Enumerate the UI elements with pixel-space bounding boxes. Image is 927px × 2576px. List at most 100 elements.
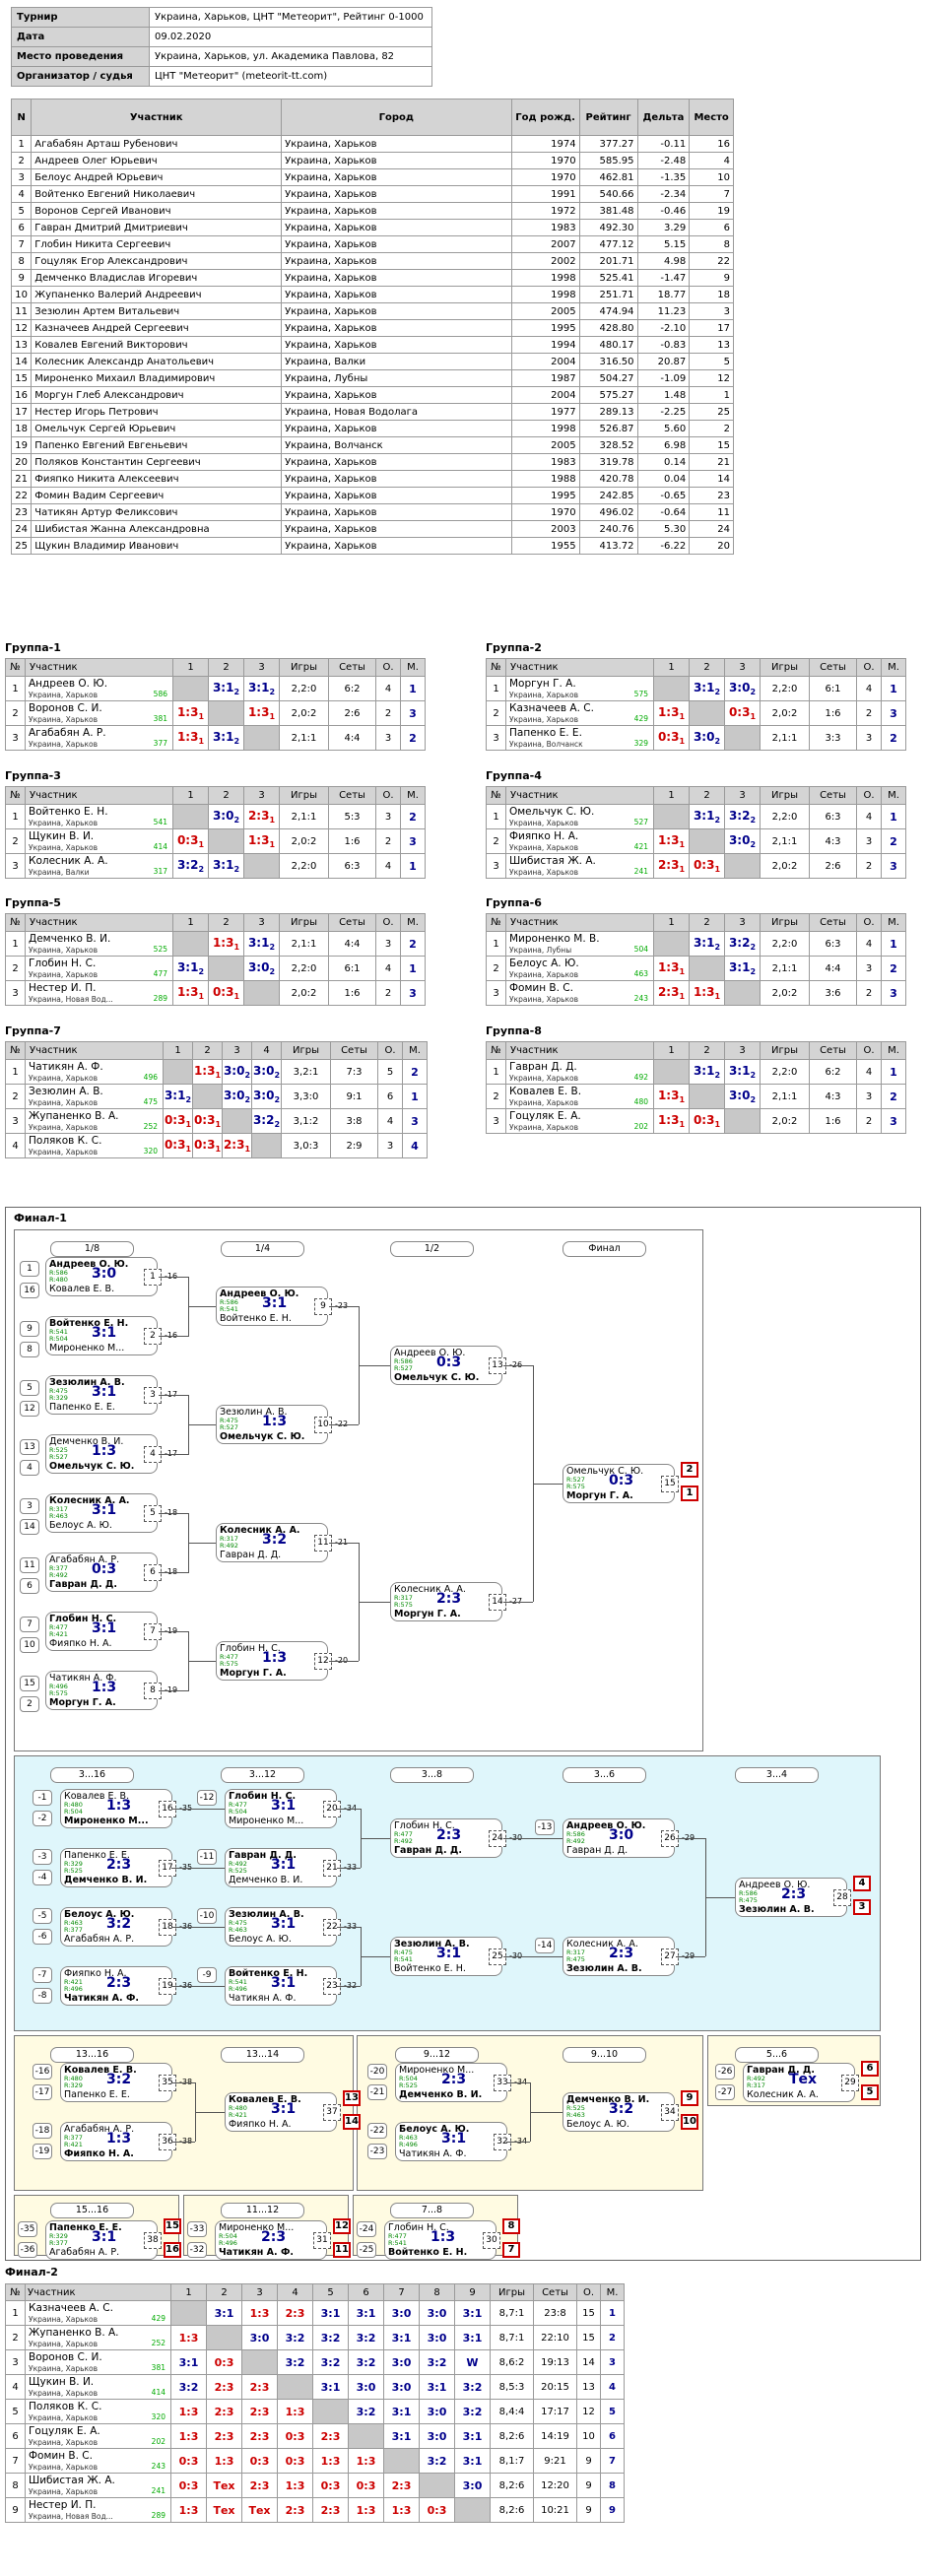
diagonal-cell (192, 1084, 223, 1109)
table-cell: -2.25 (636, 403, 691, 421)
table-cell: Украина, Харьков (281, 252, 512, 270)
player-b-name: Агабабян А. Р. (64, 1934, 135, 1945)
seed-number: 10 (20, 1637, 39, 1653)
player-b-name: Белоус А. Ю. (49, 1520, 112, 1531)
match-points: 1 (679, 992, 686, 1001)
place-a: 15 (164, 2218, 181, 2234)
points-cell: 2 (856, 853, 882, 879)
table-cell: Украина, Харьков (281, 319, 512, 337)
table-cell: 1994 (510, 336, 580, 354)
player-location: Украина, Харьков (29, 2314, 99, 2324)
bracket-line (361, 1956, 390, 1957)
table-cell: 8 (689, 235, 734, 253)
match-points: 1 (233, 992, 240, 1001)
column-header: О. (856, 913, 882, 932)
points-cell: 10 (576, 2423, 601, 2449)
column-header: № (5, 1041, 26, 1060)
place-cell: 2 (881, 956, 906, 981)
player-a-name: Ковалев Е. В. (229, 2094, 301, 2105)
player-b-name: Демченко В. И. (399, 2089, 483, 2100)
match-points: 2 (233, 816, 240, 825)
match-score: 3:2 (262, 1532, 288, 1548)
score-cell: 3:2 (419, 2349, 455, 2375)
player-name: Жупаненко В. А. (29, 1109, 119, 1122)
column-header: Сеты (809, 1041, 857, 1060)
diagonal-cell (653, 676, 690, 701)
table-cell: Поляков Константин Сергеевич (31, 453, 283, 471)
table-cell: 2007 (510, 235, 580, 253)
player-name: Нестер И. П. (29, 981, 97, 994)
match-score: 1:3 (176, 705, 199, 719)
match-points: 1 (679, 967, 686, 976)
sets-cell: 19:13 (533, 2349, 577, 2375)
match-score: 3:0 (693, 730, 715, 744)
match-score: 1:3 (693, 985, 715, 999)
column-header: О. (856, 1041, 882, 1060)
match-score: 1:3 (262, 1414, 288, 1429)
match-score: 1:3 (320, 2454, 341, 2468)
match-score: 2:3 (657, 858, 680, 872)
round-label: 3...6 (563, 1767, 646, 1783)
match-score: Тех (789, 2072, 818, 2087)
match-score: 3:2 (178, 2380, 199, 2394)
player-number: 1 (486, 804, 506, 829)
player-a-name: Агабабян А. Р. (49, 1554, 120, 1565)
player-a-rating: R:586 (739, 1889, 758, 1897)
table-cell: Украина, Харьков (281, 235, 512, 253)
place-cell: 8 (600, 2473, 625, 2498)
points-cell: 4 (856, 676, 882, 701)
match-score: 2:3 (223, 1138, 245, 1152)
match-score: 3:2 (356, 2355, 376, 2369)
player-a-rating: R:586 (49, 1269, 68, 1277)
info-key: Дата (11, 27, 150, 47)
diagonal-cell (208, 956, 244, 981)
match-score: 3:0 (92, 1266, 117, 1282)
diagonal-cell (222, 1108, 252, 1134)
score-cell: 3:12 (724, 1059, 761, 1085)
bracket-line (171, 2142, 195, 2143)
match-points: 1 (679, 737, 686, 746)
